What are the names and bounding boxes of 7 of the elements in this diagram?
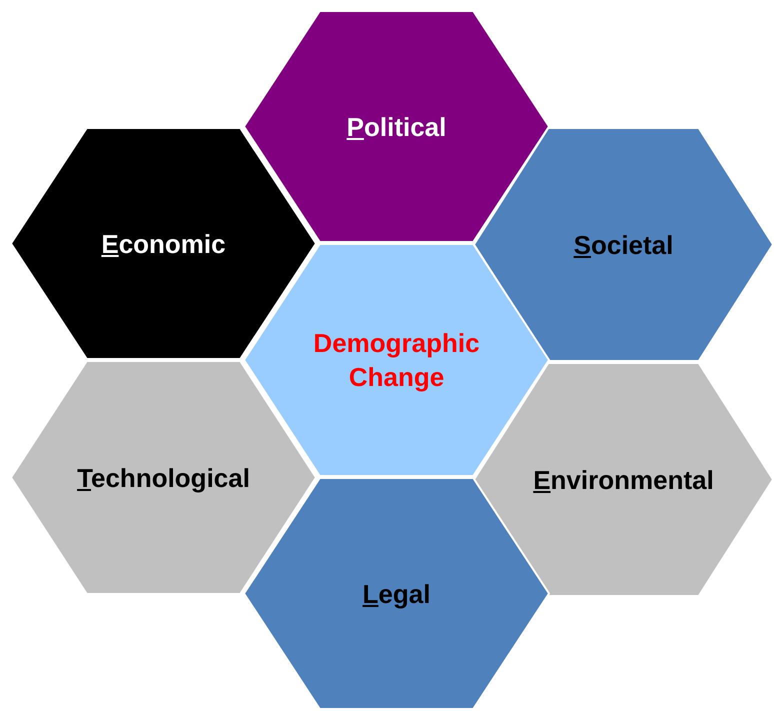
hexagon-label: Societal — [574, 228, 674, 262]
hexagon-label: Environmental — [533, 464, 714, 496]
hexagon-label: Political — [346, 110, 446, 144]
hexagon-label: Technological — [77, 462, 250, 494]
hexagon-label: Legal — [362, 578, 430, 610]
hexagon-label: Demographic Change — [312, 327, 481, 394]
hexagon-label: Economic — [101, 228, 226, 260]
